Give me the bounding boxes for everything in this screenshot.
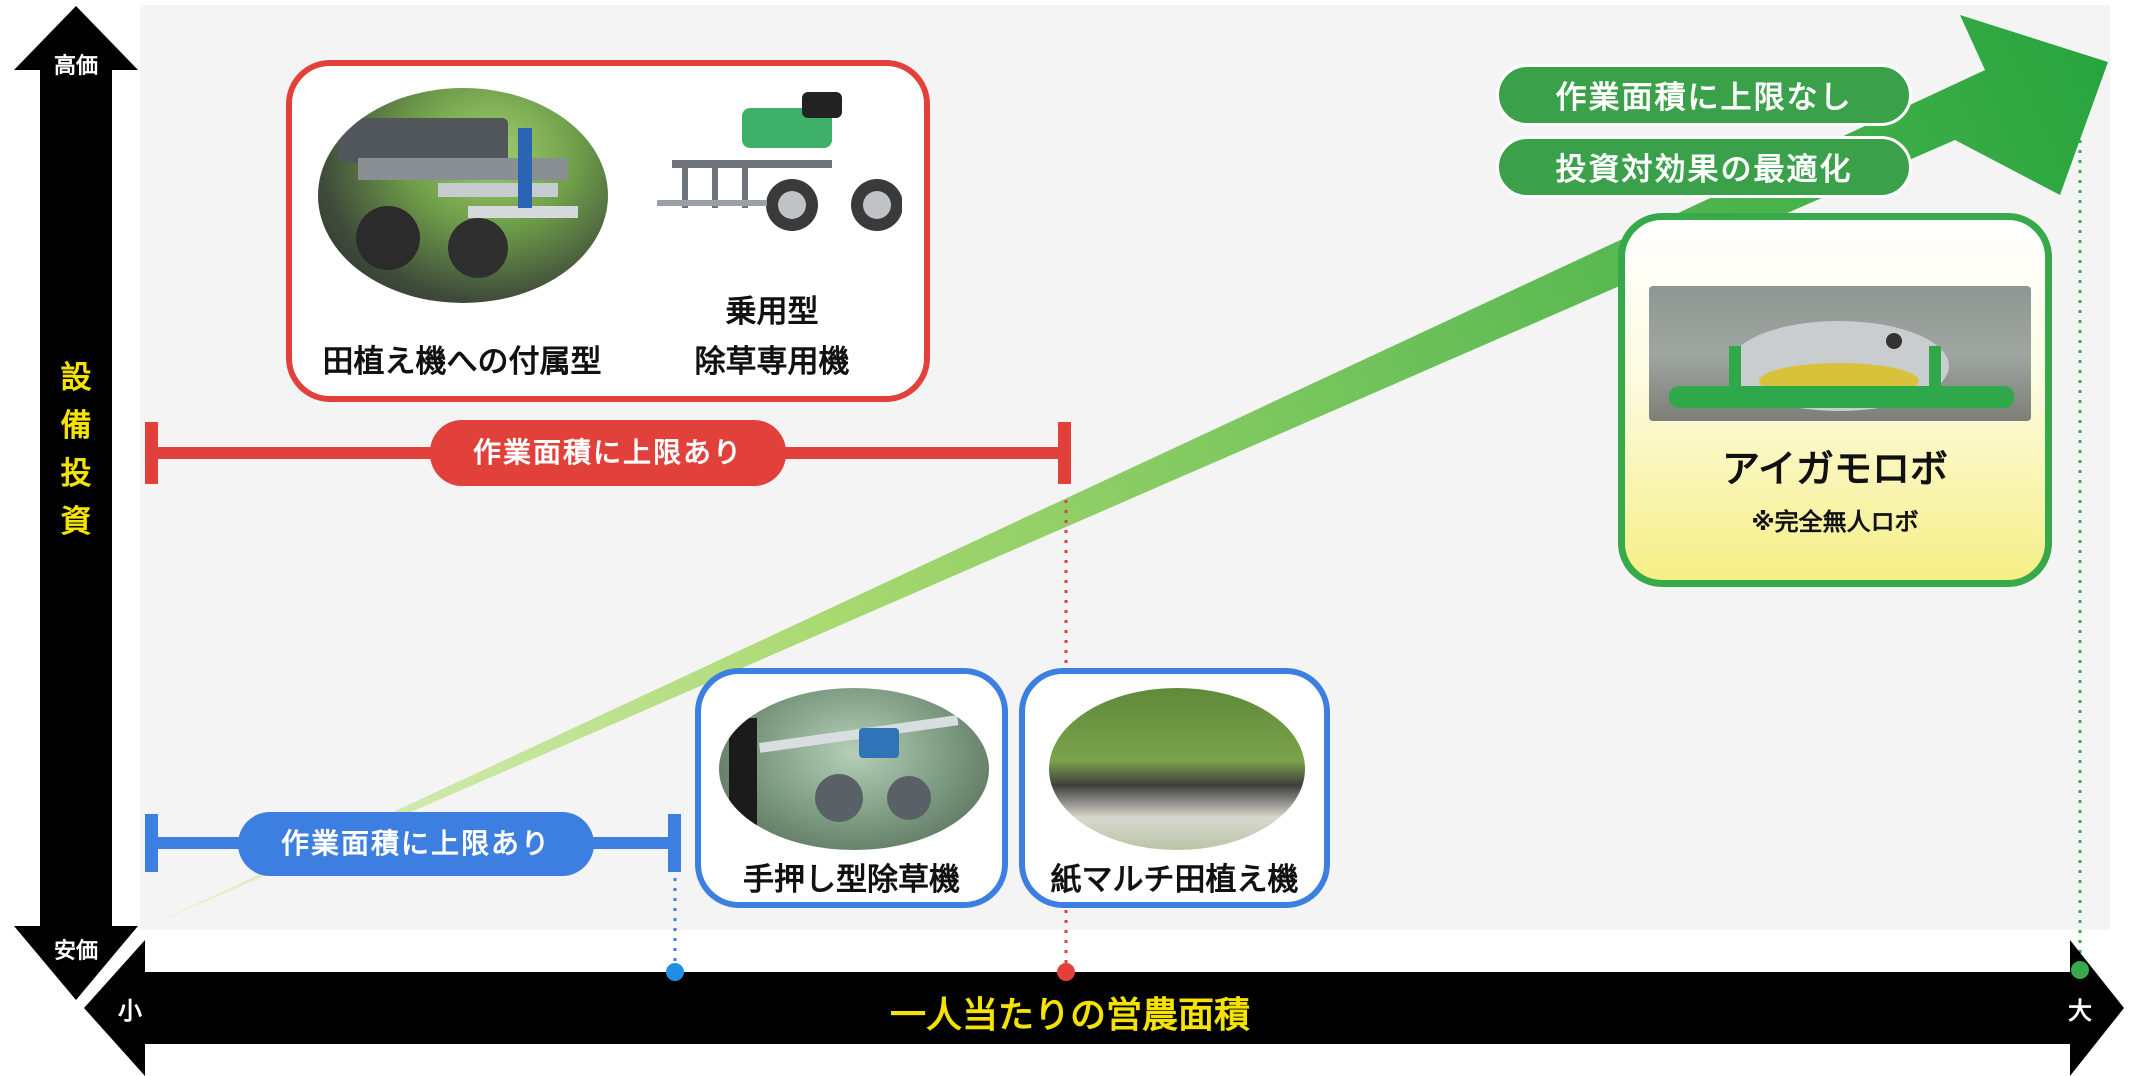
x-axis-left-label: 小 (118, 997, 142, 1025)
red-range-pill: 作業面積に上限あり (430, 420, 786, 486)
riding-weeder-photo (632, 80, 902, 290)
x-axis-right-label: 大 (2068, 997, 2092, 1025)
paper-mulch-planter-photo (1049, 688, 1305, 850)
riding-weeder-label-line1: 乗用型 (725, 294, 819, 330)
aigamo-robot-card: アイガモロボ ※完全無人ロボ (1618, 213, 2052, 587)
y-axis-title-char-1: 設 (60, 360, 92, 396)
riding-weeder-illustration (657, 92, 902, 231)
x-axis-shaft (140, 972, 2075, 1044)
hand-push-weeder-photo (719, 688, 989, 850)
y-axis-title-char-2: 備 (60, 408, 92, 444)
blue-range-cap-left (145, 814, 158, 872)
planter-attachment-illustration (338, 118, 578, 278)
y-axis-title-char-4: 資 (60, 504, 92, 540)
y-axis-arrowhead-bottom (14, 926, 138, 1000)
y-axis-bottom-label: 安価 (53, 939, 98, 964)
aigamo-robot-note: ※完全無人ロボ (1751, 508, 1919, 536)
riding-weeder-label-line2: 除草専用機 (694, 344, 850, 380)
y-axis-shaft (40, 60, 112, 940)
green-pill-roi: 投資対効果の最適化 (1496, 136, 1912, 198)
aigamo-robot-photo (1649, 286, 2031, 421)
x-axis-title: 一人当たりの営農面積 (889, 995, 1250, 1036)
blue-range-pill: 作業面積に上限あり (238, 812, 594, 876)
rice-planter-attachment-photo (318, 88, 608, 303)
hand-push-weeder-illustration (729, 715, 959, 838)
x-axis-arrowhead-left (84, 940, 145, 1076)
planter-attachment-label: 田植え機への付属型 (322, 344, 602, 380)
red-range-cap-left (145, 422, 158, 484)
green-marker-dot (2071, 961, 2089, 979)
y-axis-top-label: 高価 (53, 54, 98, 79)
aigamo-robot-name: アイガモロボ (1721, 447, 1949, 491)
red-marker-dot (1057, 963, 1075, 981)
blue-range-cap-right (668, 814, 681, 872)
hand-push-weeder-label: 手押し型除草機 (743, 862, 960, 898)
blue-marker-dot (666, 963, 684, 981)
hand-push-weeder-card: 手押し型除草機 (695, 668, 1008, 908)
growth-arrow (140, 15, 2108, 930)
green-pill-no-limit: 作業面積に上限なし (1496, 64, 1912, 126)
paper-mulch-planter-card: 紙マルチ田植え機 (1019, 668, 1330, 908)
y-axis-arrowhead-top (14, 6, 138, 70)
paper-mulch-planter-label: 紙マルチ田植え機 (1050, 862, 1299, 898)
aigamo-robot-illustration (1669, 321, 2014, 411)
y-axis-title-char-3: 投 (60, 456, 92, 492)
red-range-cap-right (1058, 422, 1071, 484)
red-equipment-card: 田植え機への付属型 乗用型 除草専用機 (286, 60, 930, 402)
